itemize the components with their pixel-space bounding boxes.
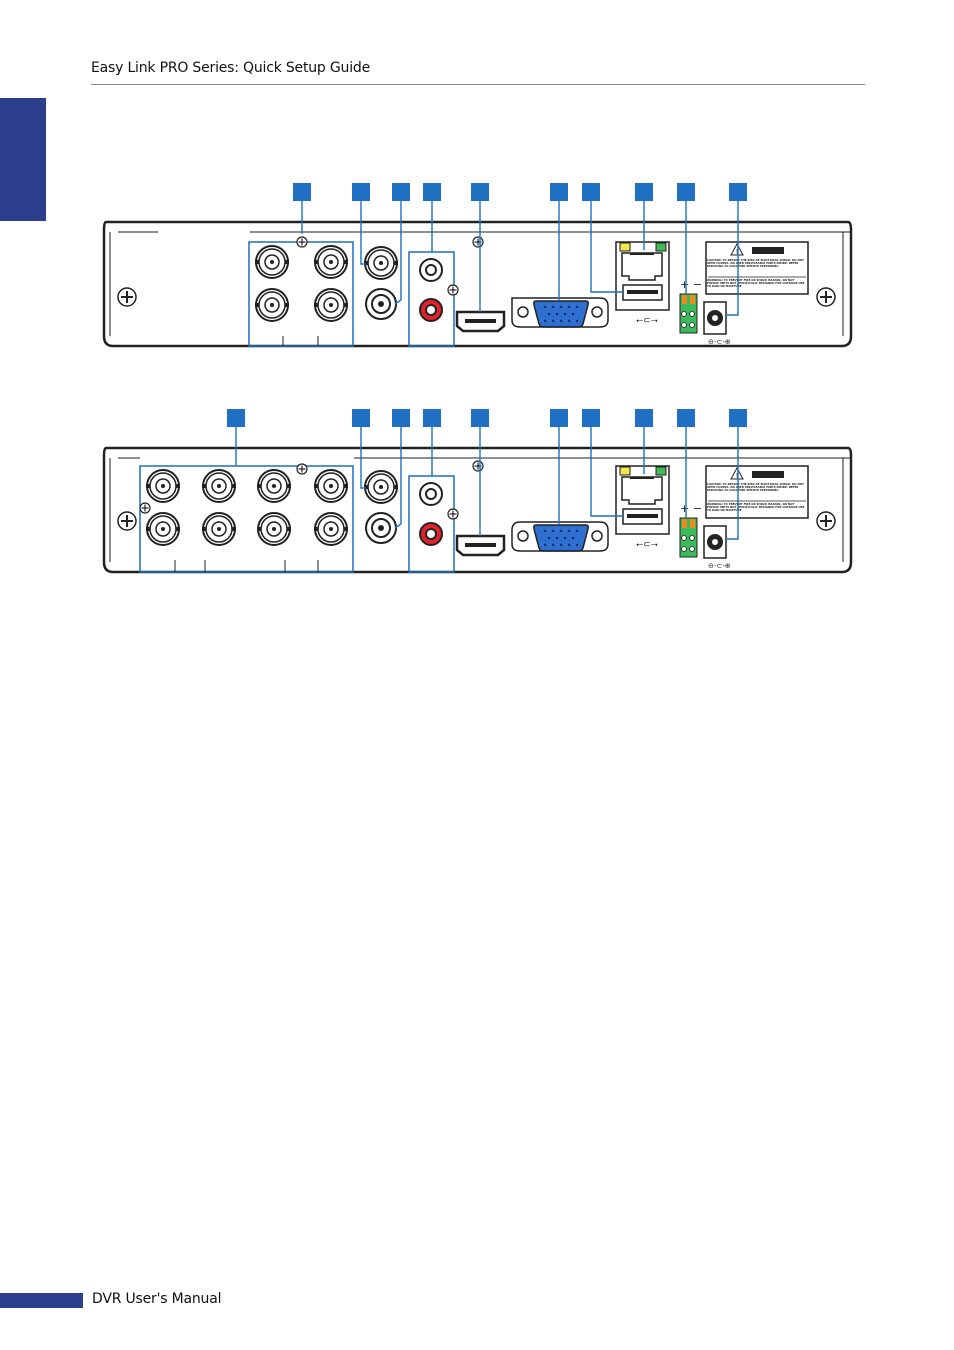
header-divider [91,84,865,85]
svg-text:!: ! [736,248,739,256]
rear-panel-4ch-diagram: ⭠⊂⭢ + − ⊖-⊂-⊕ ! CAUTION: TO REDUCE THE R… [102,183,853,348]
bnc-video-output-icon [363,470,399,544]
rear-panel-8ch-diagram: ⭠⊂⭢ + − ⊖-⊂-⊕ ! CAUTION: TO REDUCE THE R… [102,409,853,574]
svg-text:+ −: + − [680,278,702,291]
chassis-screw-right-icon [816,511,836,531]
svg-text:+ −: + − [680,502,702,515]
dc-power-jack-icon: ⊖-⊂-⊕ [703,525,731,570]
svg-text:⊖-⊂-⊕: ⊖-⊂-⊕ [708,338,731,346]
warning-label-warning: WARNING: TO PREVENT FIRE OR SHOCK HAZARD… [707,503,805,513]
vga-port-icon [511,521,609,552]
callout-markers [293,183,747,201]
svg-text:⭠⊂⭢: ⭠⊂⭢ [636,540,658,550]
svg-text:⊖-⊂-⊕: ⊖-⊂-⊕ [708,562,731,570]
page-header-title: Easy Link PRO Series: Quick Setup Guide [91,60,370,76]
warning-label-caution: CAUTION: TO REDUCE THE RISK OF ELECTRICA… [707,259,804,269]
bnc-video-output-icon [363,246,399,320]
warning-label: ! CAUTION: TO REDUCE THE RISK OF ELECTRI… [705,465,809,519]
rs485-terminal-icon: + − [679,502,702,558]
ethernet-port-icon [619,242,667,281]
hdmi-port-icon [455,534,506,557]
chassis-screw-right-icon [816,287,836,307]
warning-label-warning: WARNING: TO PREVENT FIRE OR SHOCK HAZARD… [707,279,805,289]
page-footer-title: DVR User's Manual [92,1291,222,1307]
dc-power-jack-icon: ⊖-⊂-⊕ [703,301,731,346]
chassis-screw-left-icon [117,511,137,531]
svg-text:⭠⊂⭢: ⭠⊂⭢ [636,316,658,326]
rs485-terminal-icon: + − [679,278,702,334]
callout-markers [227,409,747,427]
footer-accent-bar [0,1293,83,1308]
ethernet-port-icon [619,466,667,505]
hdmi-port-icon [455,310,506,333]
vga-port-icon [511,297,609,328]
usb-port-icon: ⭠⊂⭢ [622,508,663,550]
chapter-side-tab [0,98,46,221]
warning-label-caution: CAUTION: TO REDUCE THE RISK OF ELECTRICA… [707,483,804,493]
svg-text:!: ! [736,472,739,480]
warning-label: ! CAUTION: TO REDUCE THE RISK OF ELECTRI… [705,241,809,295]
rca-audio-icon [419,258,443,322]
chassis-screw-left-icon [117,287,137,307]
rca-audio-icon [419,482,443,546]
